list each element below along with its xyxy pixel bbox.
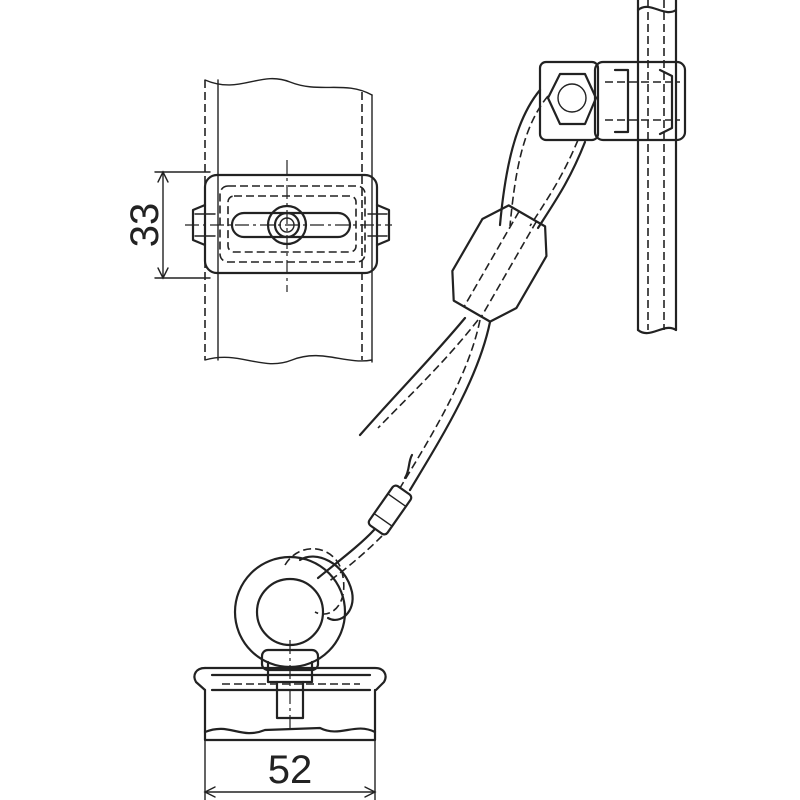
dimension-width: 52 [203, 739, 377, 800]
eyebolt-rail-clamp [193, 555, 387, 742]
cable-assembly [284, 88, 587, 621]
dimension-height-label: 33 [123, 203, 167, 248]
dimension-width-label: 52 [268, 748, 313, 792]
dimension-height: 33 [123, 170, 211, 280]
rod-clamp-side-view [538, 0, 687, 335]
clamp-front-view [185, 77, 392, 365]
